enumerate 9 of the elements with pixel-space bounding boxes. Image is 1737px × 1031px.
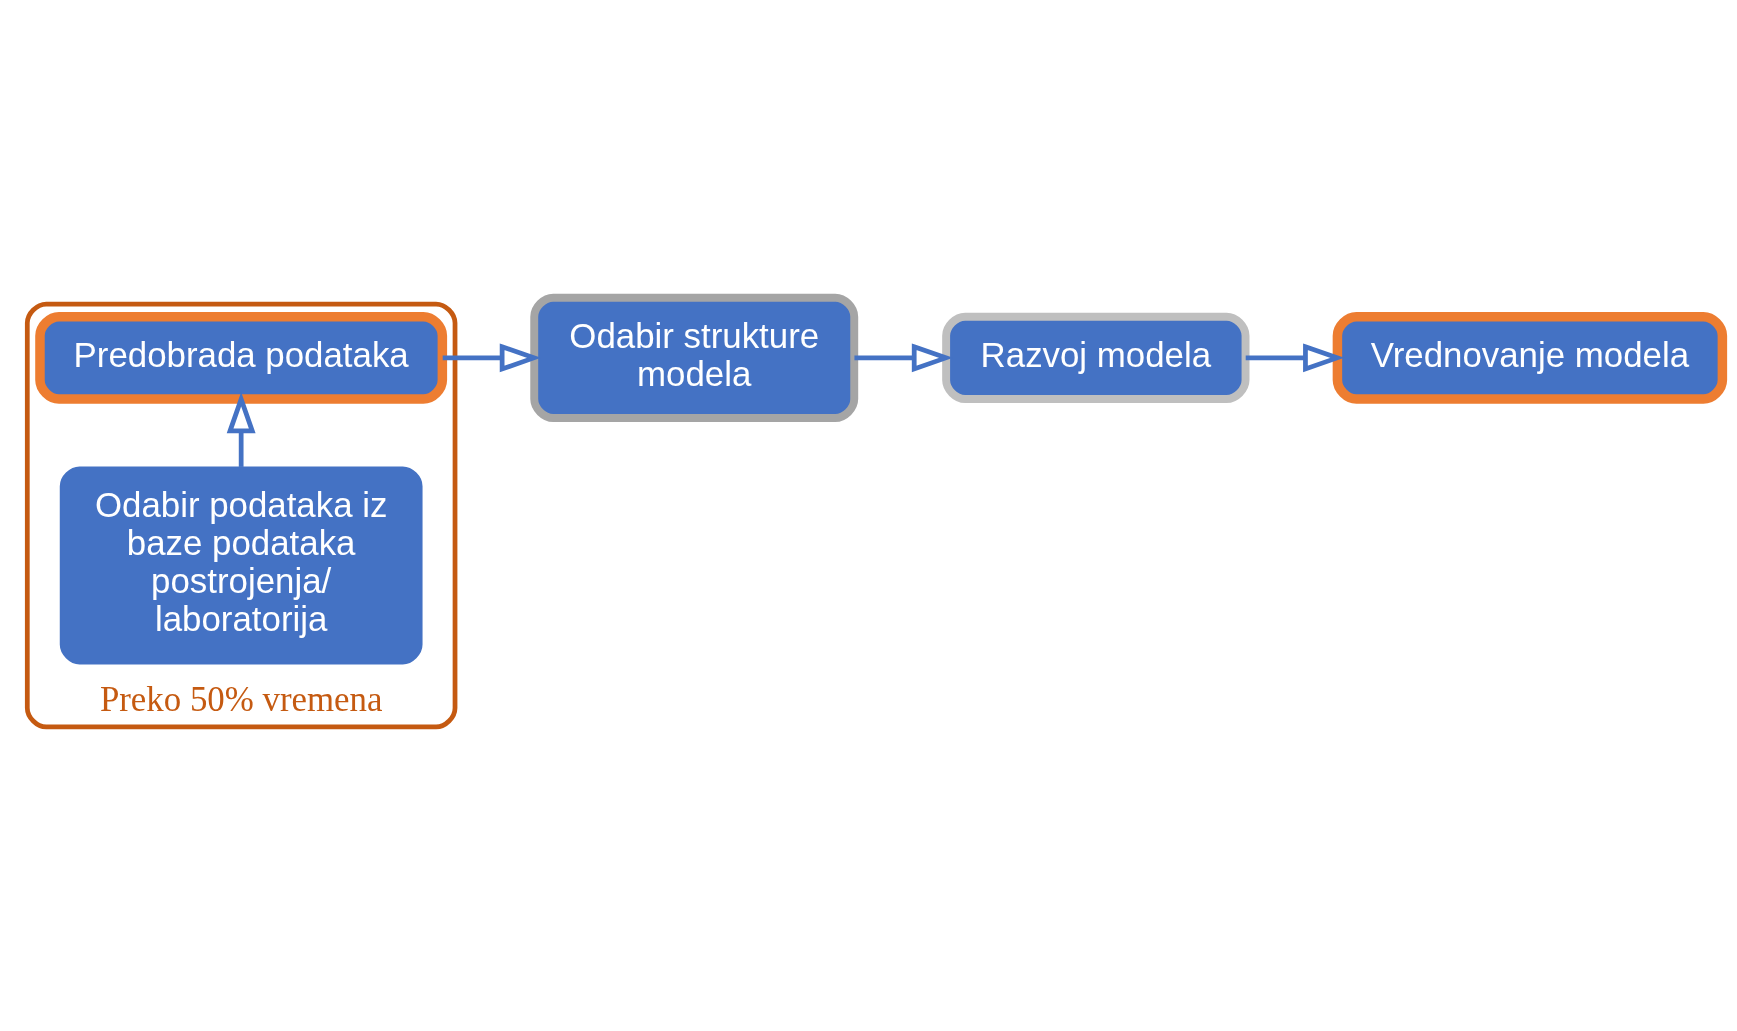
- arrow: [854, 343, 954, 373]
- node-box: Odabir podataka iz baze podataka postrojenja/ laboratorija: [59, 466, 423, 665]
- arrow: [226, 392, 256, 467]
- arrow: [1245, 343, 1345, 373]
- node-box: Vrednovanje modela: [1332, 311, 1728, 404]
- arrow: [442, 343, 541, 373]
- node-box: Razvoj modela: [942, 312, 1250, 403]
- node-box: Predobrada podataka: [35, 311, 448, 404]
- node-box: Odabir strukture modela: [530, 293, 859, 423]
